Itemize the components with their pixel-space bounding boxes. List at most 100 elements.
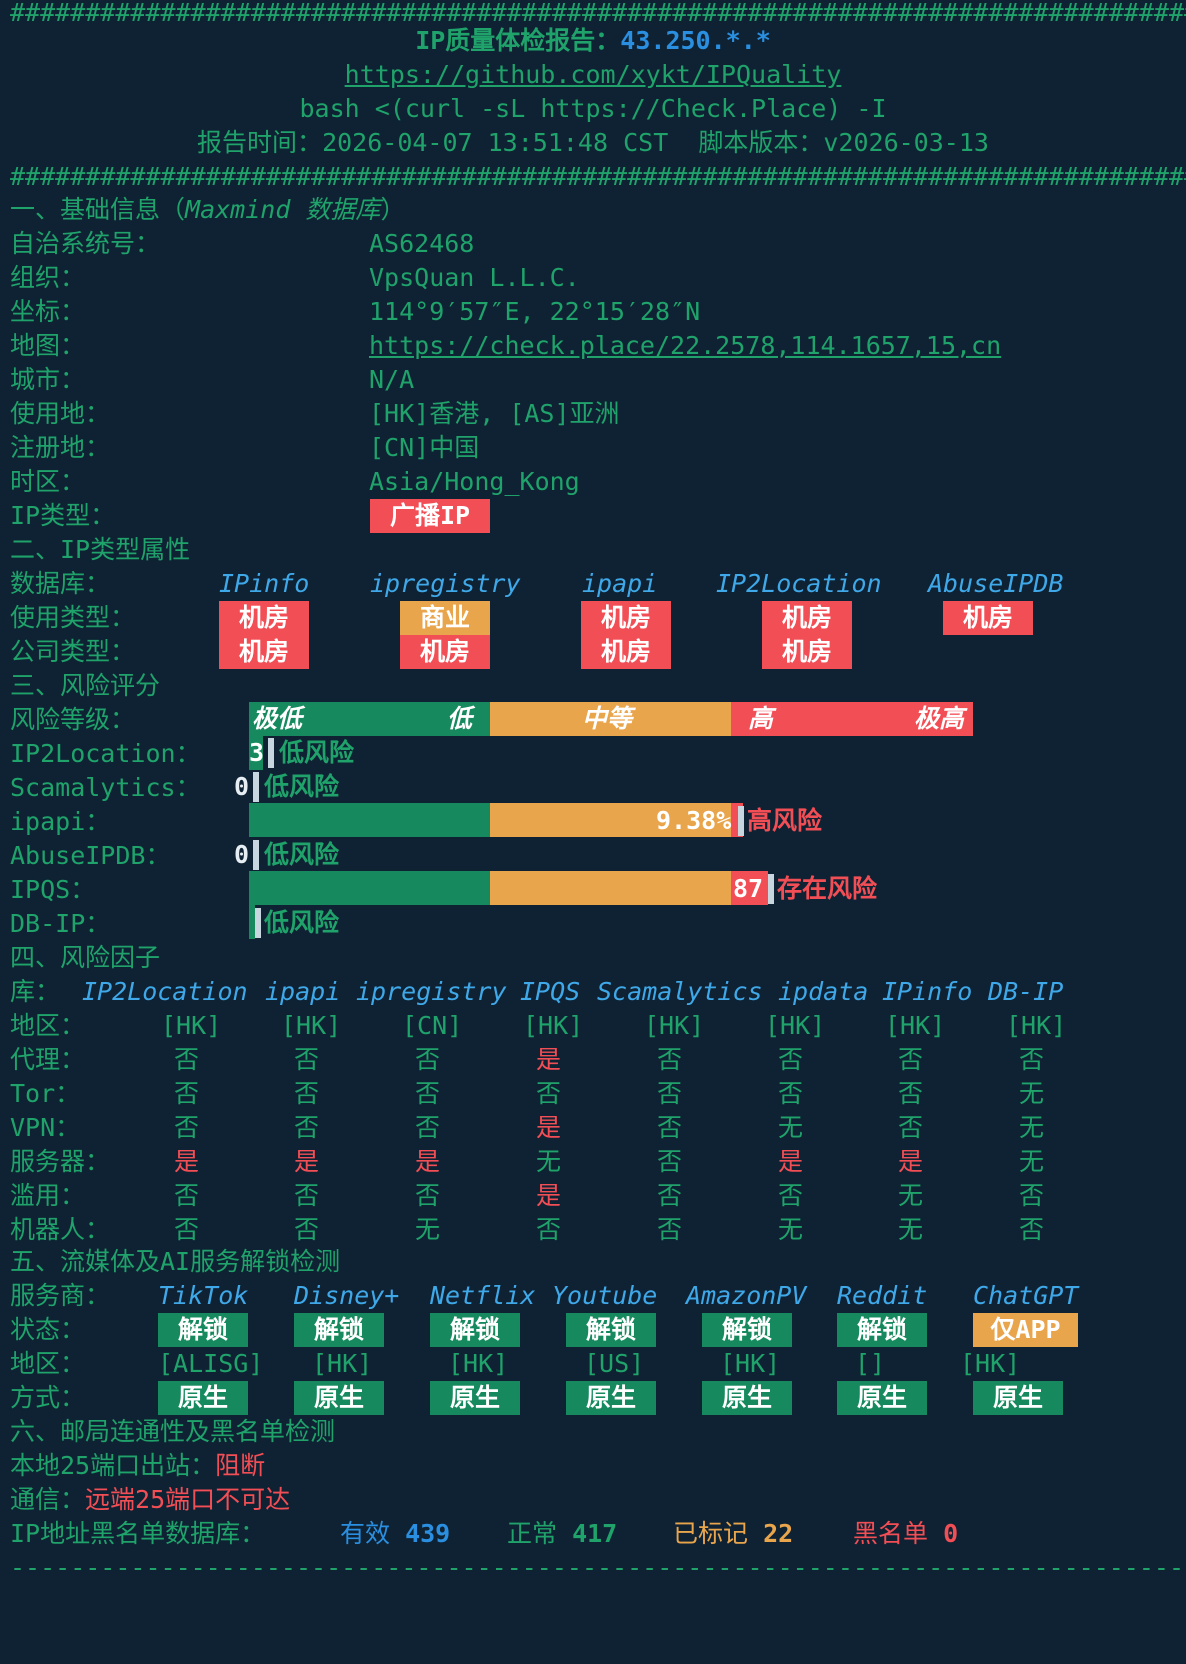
risk-level-label: 风险等级： <box>10 705 136 734</box>
risk-scale-very-low: 极低 <box>252 704 303 733</box>
lib-scamalytics: Scamalytics <box>597 977 763 1006</box>
factor-cell: 无 <box>1019 1079 1045 1108</box>
risk-scale-high: 高 <box>748 704 774 733</box>
report-title-label: IP质量体检报告： <box>415 26 621 55</box>
factor-label-5: 机器人： <box>10 1215 111 1244</box>
stream-method-badge: 原生 <box>837 1381 927 1415</box>
bl-normal-label: 正常 <box>507 1519 558 1548</box>
risk-ipqs-bar-high <box>731 871 768 905</box>
factor-cell: 否 <box>174 1079 200 1108</box>
report-meta: 报告时间：2026-04-07 13:51:48 CST 脚本版本：v2026-… <box>0 126 1186 160</box>
db-abuseipdb: AbuseIPDB <box>928 569 1064 598</box>
factor-cell: 无 <box>778 1113 804 1142</box>
port25-value: 阻断 <box>215 1451 266 1480</box>
ip-type-badge: 广播IP <box>370 499 490 533</box>
factor-region-2: [CN] <box>402 1011 463 1040</box>
factor-cell: 无 <box>898 1181 924 1210</box>
risk-scale-low: 低 <box>447 704 473 733</box>
risk-ipqs-bar-mid <box>490 871 731 905</box>
comm-line: 通信：远端25端口不可达 <box>10 1483 290 1517</box>
provider-5: Reddit <box>837 1281 928 1310</box>
factor-cell: 无 <box>415 1215 441 1244</box>
risk-scamalytics-text: 低风险 <box>264 772 340 801</box>
comm-label: 通信： <box>10 1485 86 1514</box>
asn-value: AS62468 <box>369 229 475 258</box>
bl-black-label: 黑名单 <box>853 1519 929 1548</box>
factor-label-1: Tor： <box>10 1079 81 1108</box>
factor-cell: 无 <box>1019 1147 1045 1176</box>
bl-normal-count: 417 <box>572 1519 618 1548</box>
risk-ip2location-marker <box>268 738 274 768</box>
factor-cell: 否 <box>536 1079 562 1108</box>
repo-link[interactable]: https://github.com/xykt/IPQuality <box>344 60 842 89</box>
report-time-label: 报告时间： <box>197 128 323 157</box>
factor-region-6: [HK] <box>885 1011 946 1040</box>
lib-ipregistry: ipregistry <box>356 977 507 1006</box>
stream-region-0: [ALISG] <box>158 1349 264 1378</box>
section1-heading-end: ） <box>380 195 406 224</box>
blacklist-label: IP地址黑名单数据库： <box>10 1519 266 1548</box>
usage-type-label: 使用类型： <box>10 603 136 632</box>
factor-label-4: 滥用： <box>10 1181 86 1210</box>
risk-scale-very-high: 极高 <box>914 704 965 733</box>
factor-cell: 是 <box>536 1113 562 1142</box>
factor-cell: 否 <box>778 1079 804 1108</box>
map-link[interactable]: https://check.place/22.2578,114.1657,15,… <box>369 331 1002 360</box>
factor-label-3: 服务器： <box>10 1147 111 1176</box>
timezone-value: Asia/Hong_Kong <box>369 467 580 496</box>
factor-cell: 否 <box>898 1079 924 1108</box>
factor-cell: 否 <box>174 1181 200 1210</box>
section4-heading: 四、风险因子 <box>10 943 161 972</box>
factor-cell: 否 <box>415 1045 441 1074</box>
db-ipapi: ipapi <box>582 569 658 598</box>
port25-line: 本地25端口出站：阻断 <box>10 1449 265 1483</box>
section1-heading-text: 一、基础信息（ <box>10 195 186 224</box>
risk-ipqs-bar-low <box>249 871 490 905</box>
hash-line-top: ########################################… <box>10 0 1186 27</box>
map-label: 地图： <box>10 331 86 360</box>
factor-cell: 否 <box>294 1181 320 1210</box>
section2-heading: 二、IP类型属性 <box>10 535 191 564</box>
method-label: 方式： <box>10 1383 86 1412</box>
org-label: 组织： <box>10 263 86 292</box>
factor-region-1: [HK] <box>281 1011 342 1040</box>
factor-label-0: 代理： <box>10 1045 86 1074</box>
port25-label: 本地25端口出站： <box>10 1451 216 1480</box>
factor-label-2: VPN： <box>10 1113 81 1142</box>
bl-marked-label: 已标记 <box>673 1519 749 1548</box>
factor-cell: 否 <box>174 1045 200 1074</box>
script-version: v2026-03-13 <box>823 128 989 157</box>
stream-status-badge: 解锁 <box>294 1313 384 1347</box>
section6-heading: 六、邮局连通性及黑名单检测 <box>10 1417 336 1446</box>
section5-heading: 五、流媒体及AI服务解锁检测 <box>10 1247 341 1276</box>
factor-cell: 是 <box>778 1147 804 1176</box>
factor-region-5: [HK] <box>765 1011 826 1040</box>
provider-label: 服务商： <box>10 1281 111 1310</box>
factor-cell: 否 <box>898 1045 924 1074</box>
stream-method-badge: 原生 <box>158 1381 248 1415</box>
lib-dbip: DB-IP <box>988 977 1064 1006</box>
asn-label: 自治系统号： <box>10 229 161 258</box>
script-version-label: 脚本版本： <box>698 128 824 157</box>
factor-cell: 否 <box>657 1113 683 1142</box>
risk-abuseipdb-label: AbuseIPDB： <box>10 841 171 870</box>
usage-ipinfo-badge: 机房 <box>219 601 309 635</box>
factor-cell: 否 <box>174 1215 200 1244</box>
usage-place-value: [HK]香港, [AS]亚洲 <box>369 399 620 428</box>
risk-ipapi-label: ipapi： <box>10 807 111 836</box>
stream-status-badge: 解锁 <box>702 1313 792 1347</box>
risk-dbip-bar <box>249 905 255 939</box>
factor-cell: 否 <box>657 1181 683 1210</box>
risk-ipqs-score: 87 <box>733 874 764 903</box>
factor-cell: 是 <box>174 1147 200 1176</box>
stream-region-1: [HK] <box>312 1349 373 1378</box>
risk-scale-medium: 中等 <box>582 704 633 733</box>
factor-cell: 否 <box>415 1113 441 1142</box>
report-title: IP质量体检报告：43.250.*.* <box>0 24 1186 58</box>
bl-valid: 有效 439 <box>340 1517 450 1551</box>
risk-ipapi-score: 9.38% <box>656 806 732 835</box>
lib-ipinfo: IPinfo <box>882 977 973 1006</box>
hash-line-bottom: ########################################… <box>10 162 1186 191</box>
status-label: 状态： <box>10 1315 86 1344</box>
